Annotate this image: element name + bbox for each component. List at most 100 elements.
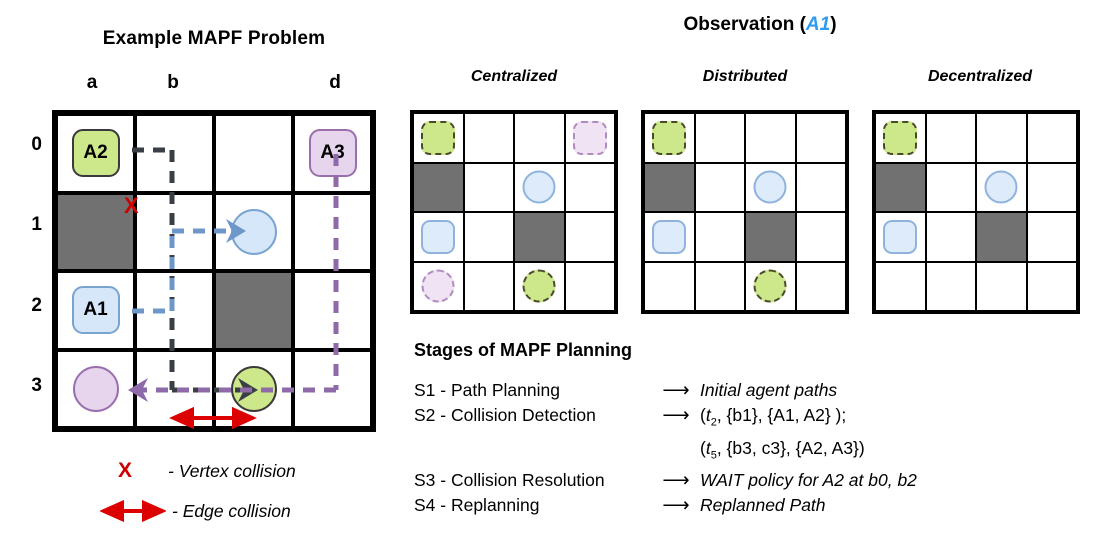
x-mark-icon: X (117, 459, 132, 482)
stage-row-s1: S1 - Path Planning ⟶ Initial agent paths (414, 378, 1104, 403)
obs3-cell-d2[interactable] (1026, 212, 1077, 262)
stage-label-s3: S3 - Collision Resolution (414, 470, 605, 490)
obs1-cell-b1[interactable] (463, 162, 514, 212)
stage-value-s2-cont: (t5, {b3, c3}, {A2, A3}) (700, 437, 865, 462)
obs2-cell-a3[interactable] (644, 261, 695, 311)
obs3-cell-a0[interactable] (875, 113, 926, 163)
obs3-cell-c3[interactable] (976, 261, 1027, 311)
column-label-d: d (329, 72, 341, 93)
obs3-cell-d0[interactable] (1026, 113, 1077, 163)
grid-cell-a3[interactable] (56, 349, 135, 428)
obs1-cell-d0[interactable] (564, 113, 615, 163)
obs3-cell-d1[interactable] (1026, 162, 1077, 212)
grid-cell-b2[interactable] (135, 271, 214, 350)
obs1-cell-c1[interactable] (514, 162, 565, 212)
view-title-distributed: Distributed (702, 68, 788, 85)
grid-cell-a2[interactable]: A1 (56, 271, 135, 350)
obs2-cell-a1-obstacle (644, 162, 695, 212)
obs3-cell-a1-obstacle (875, 162, 926, 212)
obs2-cell-a2[interactable] (644, 212, 695, 262)
agent-token-a1[interactable]: A1 (71, 286, 120, 335)
obs3-a1-goal (984, 170, 1018, 204)
vertex-collision-marker: X (124, 193, 139, 218)
obs2-cell-c1[interactable] (745, 162, 796, 212)
grid-cell-b0[interactable] (135, 114, 214, 193)
grid-cell-b1[interactable] (135, 192, 214, 271)
grid-cell-d2[interactable] (293, 271, 372, 350)
observation-grid-decentralized (872, 110, 1080, 314)
obs1-cell-c2-obstacle (514, 212, 565, 262)
obs1-cell-d1[interactable] (564, 162, 615, 212)
obs2-cell-d2[interactable] (795, 212, 846, 262)
obs1-cell-b3[interactable] (463, 261, 514, 311)
observation-paren-close: ) (830, 14, 837, 35)
obs3-cell-b1[interactable] (925, 162, 976, 212)
obs1-cell-a1-obstacle (413, 162, 464, 212)
obs2-a1-pos (652, 219, 687, 254)
obs3-cell-a3[interactable] (875, 261, 926, 311)
obs2-cell-b3[interactable] (694, 261, 745, 311)
grid-cell-d3[interactable] (293, 349, 372, 428)
legend-edge-collision-label: - Edge collision (172, 500, 291, 521)
view-title-centralized: Centralized (470, 68, 558, 85)
obs1-a3-start (572, 120, 607, 155)
obs2-a2-start (652, 120, 687, 155)
obs2-cell-a0[interactable] (644, 113, 695, 163)
agent-goal-a2[interactable] (230, 365, 277, 412)
grid-cell-d0[interactable]: A3 (293, 114, 372, 193)
obs1-cell-a2[interactable] (413, 212, 464, 262)
obs2-cell-b0[interactable] (694, 113, 745, 163)
obs2-cell-d1[interactable] (795, 162, 846, 212)
obs1-cell-d3[interactable] (564, 261, 615, 311)
observation-agent-label: A1 (805, 14, 831, 35)
obs3-cell-c0[interactable] (976, 113, 1027, 163)
grid-cell-c3[interactable] (214, 349, 293, 428)
obs1-cell-d2[interactable] (564, 212, 615, 262)
obs1-cell-a3[interactable] (413, 261, 464, 311)
stage-value-s4: Replanned Path (700, 495, 826, 515)
stage-label-s2: S2 - Collision Detection (414, 405, 596, 425)
obs1-cell-a0[interactable] (413, 113, 464, 163)
obs1-cell-b0[interactable] (463, 113, 514, 163)
stage-arrow-s3: ⟶ (662, 470, 690, 491)
obs3-cell-b3[interactable] (925, 261, 976, 311)
observation-paren-open: ( (799, 14, 806, 35)
obs1-cell-b2[interactable] (463, 212, 514, 262)
grid-cell-b3[interactable] (135, 349, 214, 428)
obs2-cell-c2-obstacle (745, 212, 796, 262)
obs1-cell-c3[interactable] (514, 261, 565, 311)
obs3-cell-b2[interactable] (925, 212, 976, 262)
grid-cell-d1[interactable] (293, 192, 372, 271)
obs2-a1-goal (753, 170, 787, 204)
grid-cell-c0[interactable] (214, 114, 293, 193)
obs3-cell-b0[interactable] (925, 113, 976, 163)
stages-list: S1 - Path Planning ⟶ Initial agent paths… (414, 378, 1104, 518)
stage-row-s4: S4 - Replanning ⟶ Replanned Path (414, 493, 1104, 518)
obs1-cell-c0[interactable] (514, 113, 565, 163)
agent-goal-a3[interactable] (72, 365, 119, 412)
obs2-cell-c3[interactable] (745, 261, 796, 311)
grid-cell-a0[interactable]: A2 (56, 114, 135, 193)
obs2-cell-d0[interactable] (795, 113, 846, 163)
stage-value-s3: WAIT policy for A2 at b0, b2 (700, 470, 917, 490)
double-arrow-icon (100, 500, 166, 522)
obs2-cell-b1[interactable] (694, 162, 745, 212)
stages-title: Stages of MAPF Planning (414, 340, 633, 360)
agent-token-a3[interactable]: A3 (308, 129, 357, 178)
obs2-cell-b2[interactable] (694, 212, 745, 262)
stage-arrow-s4: ⟶ (662, 495, 690, 516)
obs3-cell-c1[interactable] (976, 162, 1027, 212)
obs1-a2-goal (522, 269, 556, 303)
agent-goal-a1[interactable] (230, 208, 277, 255)
grid-cell-c1[interactable] (214, 192, 293, 271)
agent-token-a2[interactable]: A2 (71, 129, 120, 178)
obs1-a3-goal (421, 269, 455, 303)
obs3-cell-a2[interactable] (875, 212, 926, 262)
obs3-cell-d3[interactable] (1026, 261, 1077, 311)
obs3-cell-c2-obstacle (976, 212, 1027, 262)
obs2-cell-d3[interactable] (795, 261, 846, 311)
obs2-cell-c0[interactable] (745, 113, 796, 163)
mapf-problem-grid: A2 A3 A1 (52, 110, 376, 432)
obs3-a1-pos (883, 219, 918, 254)
grid-cell-a1-obstacle (56, 192, 135, 271)
